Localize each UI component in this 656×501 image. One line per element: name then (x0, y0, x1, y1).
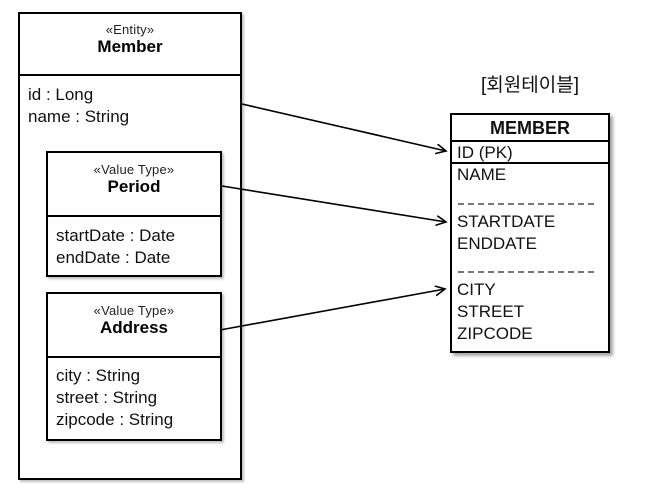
entity-attributes: id : Long name : String (20, 76, 240, 128)
table-row-street: STREET (457, 302, 525, 321)
period-attribute: endDate : Date (56, 248, 171, 267)
period-name: Period (107, 177, 161, 196)
period-attributes: startDate : Date endDate : Date (48, 217, 220, 269)
valuetype-address-header: «Value Type» Address (48, 294, 220, 358)
table-caption: [회원테이블] (481, 75, 579, 96)
address-attribute: city : String (56, 366, 141, 385)
entity-attribute: name : String (28, 107, 130, 126)
valuetype-period-box: «Value Type» Period startDate : Date end… (46, 151, 222, 277)
entity-attribute: id : Long (28, 85, 94, 104)
member-table-body: NAME STARTDATE ENDDATE CITY STREET ZIPCO… (452, 164, 608, 345)
period-attribute: startDate : Date (56, 226, 176, 245)
entity-member-header: «Entity» Member (20, 14, 240, 76)
address-name: Address (99, 318, 169, 337)
arrow-address-to-city (219, 289, 445, 331)
dashed-separator (458, 203, 594, 205)
table-row-name: NAME (457, 165, 507, 184)
table-row-zipcode: ZIPCODE (457, 324, 533, 343)
address-attributes: city : String street : String zipcode : … (48, 358, 220, 431)
entity-stereotype: «Entity» (105, 22, 155, 37)
address-stereotype: «Value Type» (93, 303, 175, 318)
arrow-member-to-id (241, 103, 446, 151)
table-row-startdate: STARTDATE (457, 212, 556, 231)
dashed-separator (458, 271, 594, 273)
table-row-id-pk: ID (PK) (452, 142, 608, 164)
member-table: MEMBER ID (PK) NAME STARTDATE ENDDATE CI… (450, 113, 610, 353)
address-attribute: zipcode : String (56, 410, 174, 429)
valuetype-address-box: «Value Type» Address city : String stree… (46, 292, 222, 441)
arrow-period-to-startdate (221, 185, 446, 222)
period-stereotype: «Value Type» (93, 162, 175, 177)
entity-name: Member (97, 37, 163, 56)
table-row-city: CITY (457, 280, 496, 299)
address-attribute: street : String (56, 388, 158, 407)
valuetype-period-header: «Value Type» Period (48, 153, 220, 217)
table-row-enddate: ENDDATE (457, 234, 537, 253)
member-table-title: MEMBER (452, 115, 608, 142)
